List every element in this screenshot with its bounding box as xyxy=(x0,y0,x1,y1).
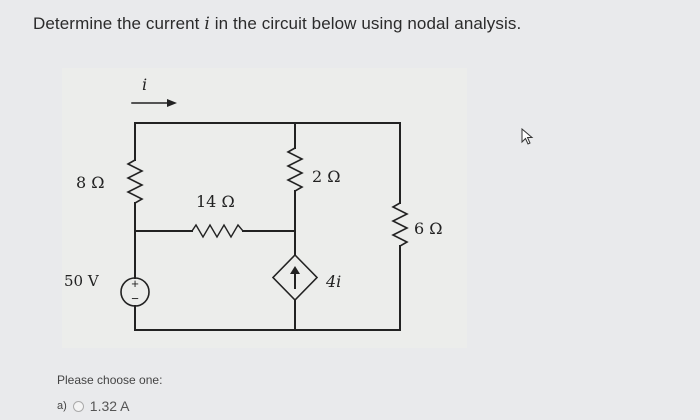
answer-option-a[interactable]: a) 1.32 A xyxy=(57,398,129,414)
r3-label: 2 Ω xyxy=(312,167,341,186)
circuit-diagram: + − i 8 Ω 14 Ω 2 Ω 6 Ω 50 V 4i xyxy=(62,68,467,348)
dependent-current-source xyxy=(271,253,319,302)
option-label: 1.32 A xyxy=(89,398,130,414)
r1-label: 8 Ω xyxy=(76,173,105,192)
r2-label: 14 Ω xyxy=(196,192,235,211)
voltage-source xyxy=(120,277,150,307)
mouse-pointer-icon xyxy=(521,128,534,145)
radio-button-icon[interactable] xyxy=(72,400,84,412)
r4-label: 6 Ω xyxy=(414,219,443,238)
resistor-6-ohm xyxy=(391,201,409,248)
resistor-2-ohm xyxy=(286,146,304,193)
resistor-14-ohm xyxy=(191,223,244,239)
option-letter: a) xyxy=(57,400,67,412)
question-variable: i xyxy=(204,14,210,34)
choose-prompt: Please choose one: xyxy=(57,373,163,387)
source-label: 50 V xyxy=(64,272,100,290)
circuit-svg: + − i 8 Ω 14 Ω 2 Ω 6 Ω 50 V 4i xyxy=(64,75,443,331)
question-text: Determine the current i in the circuit b… xyxy=(33,14,521,34)
question-prefix: Determine the current xyxy=(33,14,205,33)
resistor-8-ohm xyxy=(126,158,144,205)
source-minus: − xyxy=(131,291,139,306)
source-plus: + xyxy=(131,276,139,291)
question-suffix: in the circuit below using nodal analysi… xyxy=(209,14,522,33)
dep-source-label: 4i xyxy=(325,272,341,291)
current-arrow-head xyxy=(167,99,177,107)
current-label: i xyxy=(142,75,147,94)
dep-source-arrow-head xyxy=(290,266,300,274)
